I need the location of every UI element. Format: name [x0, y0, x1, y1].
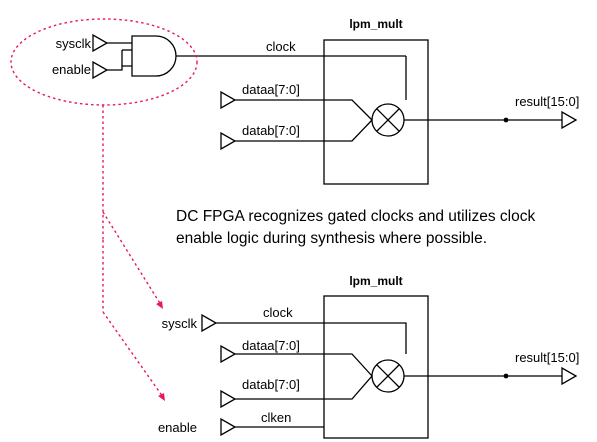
arrow-to-sysclk [102, 211, 162, 306]
bottom-enable-label: enable [158, 420, 197, 435]
top-sysclk-label: sysclk [56, 36, 92, 51]
caption-line-1: DC FPGA recognizes gated clocks and util… [176, 208, 535, 225]
arrow-to-enable-head [158, 393, 165, 401]
top-enable-port-icon [92, 60, 109, 80]
top-result-port-icon [561, 110, 578, 130]
bottom-enable-port-icon [220, 417, 237, 437]
top-enable-wire [107, 65, 132, 71]
bottom-datab-port-icon [220, 389, 237, 409]
highlight-arrows [102, 105, 165, 401]
top-datab-port-icon [220, 131, 237, 151]
bottom-clock-label: clock [263, 305, 293, 320]
top-clock-label: clock [266, 39, 296, 54]
bottom-multiplier-cross-b [376, 364, 400, 388]
bottom-block-title: lpm_mult [349, 274, 402, 288]
bottom-clock-wire [216, 322, 407, 354]
bottom-datab-wire [235, 375, 373, 400]
top-sysclk-port-icon [92, 33, 109, 53]
top-and-gate-icon [131, 35, 177, 77]
top-lpm-mult-block [323, 39, 429, 185]
arrow-to-enable [102, 311, 164, 398]
bottom-dataa-label: dataa[7:0] [242, 338, 300, 353]
bottom-datab-label: datab[7:0] [242, 377, 300, 392]
top-dataa-wire [235, 99, 373, 121]
gated-clock-highlight [10, 18, 198, 106]
bottom-clken-label: clken [261, 410, 291, 425]
top-block-title: lpm_mult [349, 17, 402, 31]
bottom-dataa-wire [235, 353, 373, 377]
bottom-sysclk-label: sysclk [162, 316, 198, 331]
top-dataa-port-icon [220, 90, 237, 110]
bottom-circuit: lpm_mult sysclk clock dataa[7:0] datab[7… [158, 274, 579, 439]
top-datab-wire [235, 119, 373, 142]
arrow-to-sysclk-head [156, 301, 163, 309]
top-enable-label: enable [52, 62, 91, 77]
top-circuit: lpm_mult sysclk enable clock dataa[7:0] … [52, 17, 579, 185]
bottom-lpm-mult-block [323, 295, 429, 439]
bottom-dataa-port-icon [220, 344, 237, 364]
top-datab-label: datab[7:0] [242, 123, 300, 138]
caption-line-2: enable logic during synthesis where poss… [176, 230, 487, 247]
top-result-label: result[15:0] [515, 94, 579, 109]
bottom-result-port-icon [561, 366, 578, 386]
bottom-junction-dot [503, 373, 509, 379]
bottom-sysclk-port-icon [201, 313, 218, 333]
top-junction-dot [503, 117, 509, 123]
bottom-result-label: result[15:0] [515, 350, 579, 365]
top-dataa-label: dataa[7:0] [242, 82, 300, 97]
top-multiplier-cross-b [376, 108, 400, 132]
